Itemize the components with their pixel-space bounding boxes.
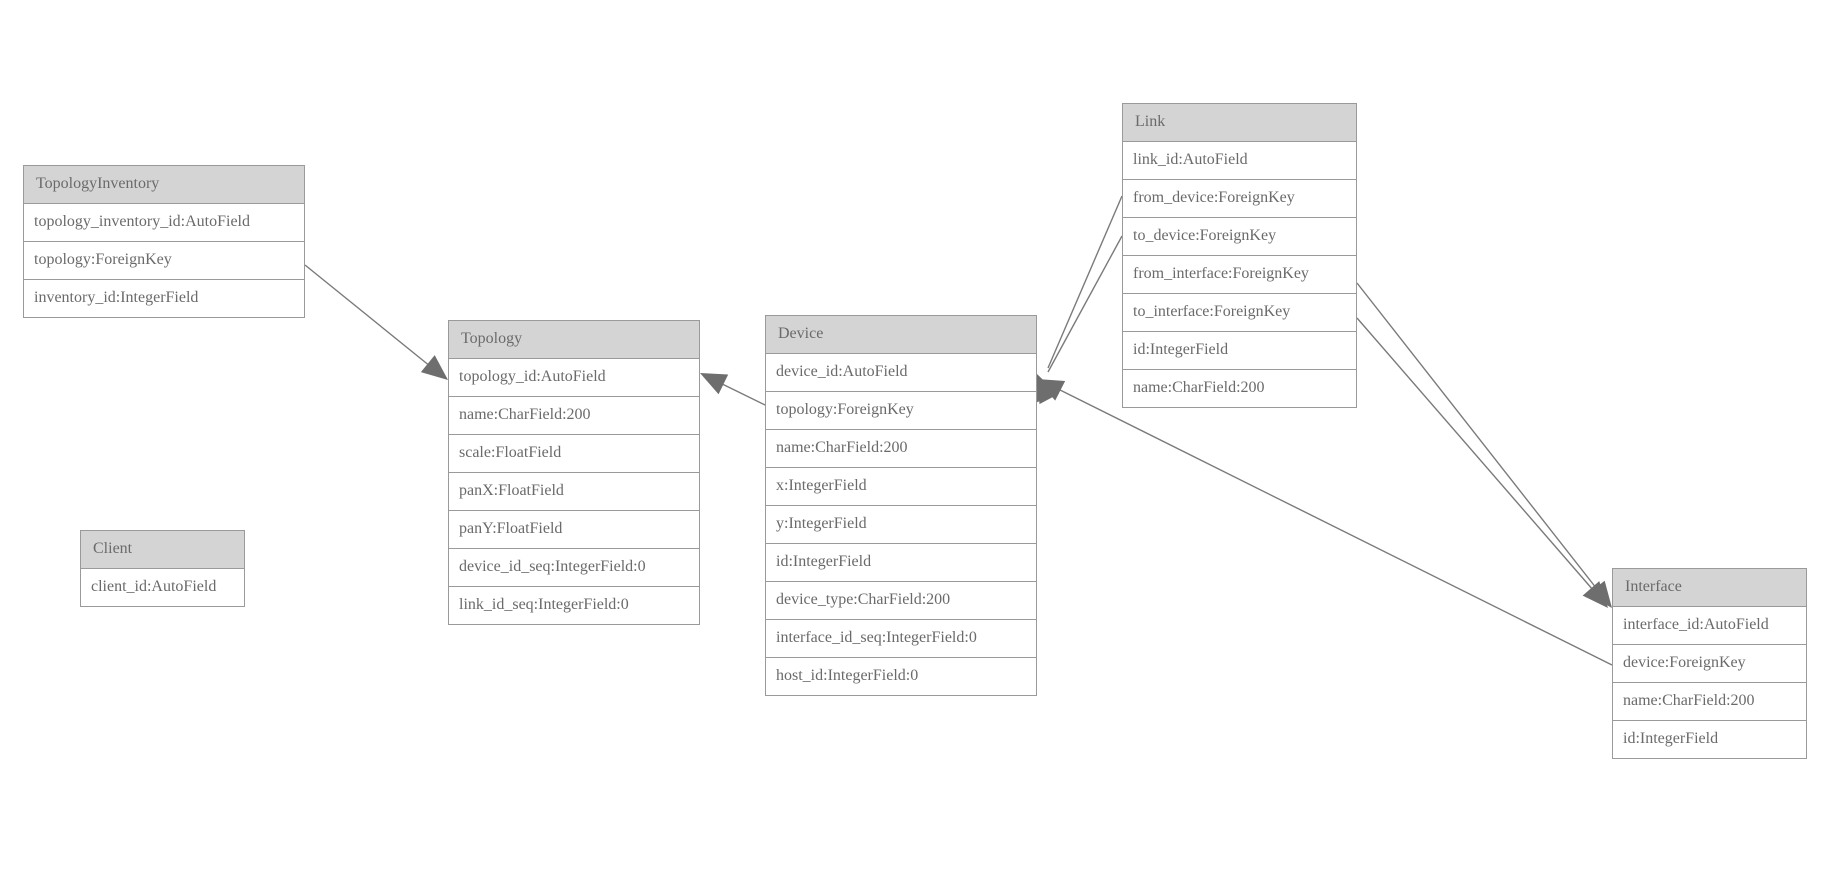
relationship-interface-device	[1037, 379, 1613, 666]
entity-field: inventory_id:IntegerField	[24, 280, 304, 317]
entity-field: y:IntegerField	[766, 506, 1036, 544]
entity-field: device_type:CharField:200	[766, 582, 1036, 620]
entity-field: device_id:AutoField	[766, 354, 1036, 392]
entity-field: topology_id:AutoField	[449, 359, 699, 397]
relationship-link-to-interface	[1356, 317, 1608, 608]
entity-title-link: Link	[1123, 104, 1356, 142]
entity-field: from_device:ForeignKey	[1123, 180, 1356, 218]
entity-field: name:CharField:200	[1123, 370, 1356, 407]
entity-field: to_device:ForeignKey	[1123, 218, 1356, 256]
entity-field: id:IntegerField	[766, 544, 1036, 582]
entity-title-topologyinventory: TopologyInventory	[24, 166, 304, 204]
entity-field: device:ForeignKey	[1613, 645, 1806, 683]
relationship-link-to-device	[1037, 235, 1123, 405]
relationship-topologyinventory-topology	[304, 264, 448, 380]
entity-field: name:CharField:200	[1613, 683, 1806, 721]
entity-field: panX:FloatField	[449, 473, 699, 511]
entity-field: x:IntegerField	[766, 468, 1036, 506]
entity-field: client_id:AutoField	[81, 569, 244, 606]
entity-field: from_interface:ForeignKey	[1123, 256, 1356, 294]
entity-title-client: Client	[81, 531, 244, 569]
entity-field: topology:ForeignKey	[24, 242, 304, 280]
entity-field: link_id:AutoField	[1123, 142, 1356, 180]
entity-field: interface_id_seq:IntegerField:0	[766, 620, 1036, 658]
entity-field: device_id_seq:IntegerField:0	[449, 549, 699, 587]
entity-title-interface: Interface	[1613, 569, 1806, 607]
arrowhead-icon	[700, 373, 729, 395]
entity-field: panY:FloatField	[449, 511, 699, 549]
entity-field: interface_id:AutoField	[1613, 607, 1806, 645]
relationship-device-topology	[700, 373, 766, 406]
entity-title-topology: Topology	[449, 321, 699, 359]
entity-field: host_id:IntegerField:0	[766, 658, 1036, 695]
relationship-link-from-device	[1037, 195, 1123, 403]
entity-field: to_interface:ForeignKey	[1123, 294, 1356, 332]
entity-field: topology:ForeignKey	[766, 392, 1036, 430]
entity-field: name:CharField:200	[449, 397, 699, 435]
entity-field: id:IntegerField	[1613, 721, 1806, 758]
entity-field: link_id_seq:IntegerField:0	[449, 587, 699, 624]
entity-title-device: Device	[766, 316, 1036, 354]
entity-field: topology_inventory_id:AutoField	[24, 204, 304, 242]
entity-field: id:IntegerField	[1123, 332, 1356, 370]
relationship-link-from-interface	[1356, 282, 1612, 608]
entity-field: scale:FloatField	[449, 435, 699, 473]
entity-field: name:CharField:200	[766, 430, 1036, 468]
